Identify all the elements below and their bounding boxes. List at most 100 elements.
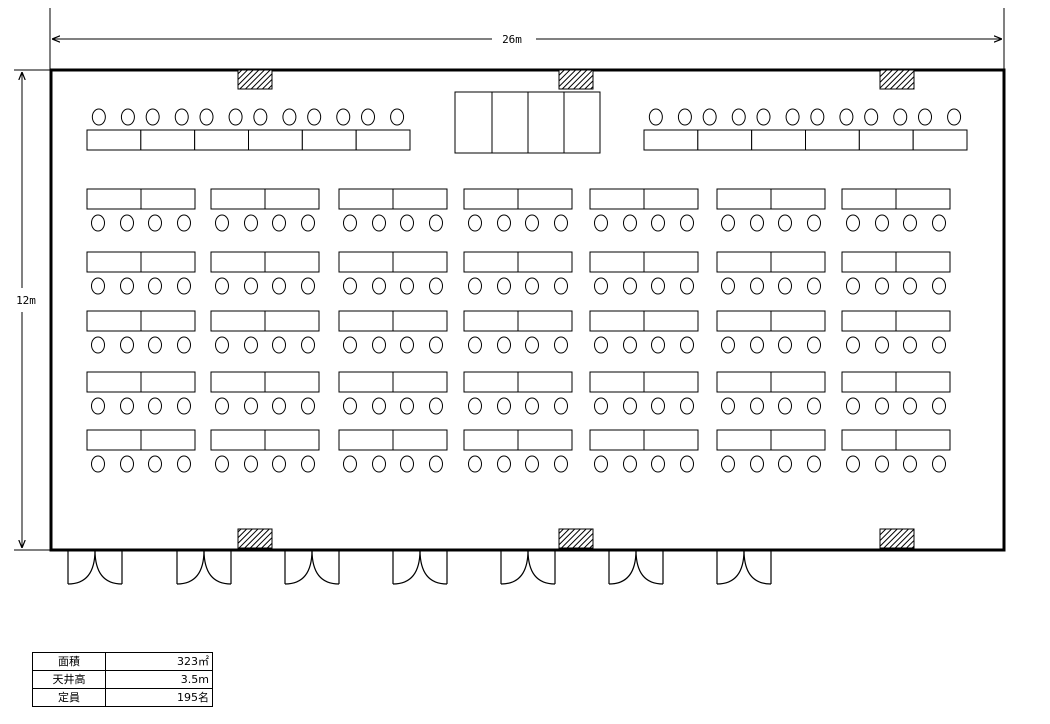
chair: [525, 336, 539, 354]
door: [67, 549, 123, 585]
chair: [91, 214, 105, 232]
chair: [554, 397, 568, 415]
table: [264, 371, 320, 393]
table: [338, 310, 394, 332]
table: [770, 310, 826, 332]
chair: [282, 108, 297, 126]
chair: [120, 336, 134, 354]
chair: [429, 455, 443, 473]
table: [140, 129, 196, 151]
chair: [429, 336, 443, 354]
chair: [120, 277, 134, 295]
chair: [875, 336, 889, 354]
chair: [680, 336, 694, 354]
ceiling-height-value: 3.5m: [105, 670, 213, 689]
table: [841, 371, 897, 393]
table: [338, 251, 394, 273]
door: [716, 549, 772, 585]
table: [264, 188, 320, 210]
chair: [750, 455, 764, 473]
table: [895, 429, 951, 451]
chair: [272, 214, 286, 232]
table: [355, 129, 411, 151]
table: [338, 188, 394, 210]
chair: [525, 455, 539, 473]
table: [210, 188, 266, 210]
chair: [372, 336, 386, 354]
chair: [875, 397, 889, 415]
front-seating-right: [643, 108, 968, 151]
chair: [651, 455, 665, 473]
table: [517, 371, 573, 393]
chair: [594, 277, 608, 295]
chair: [778, 455, 792, 473]
chair: [177, 336, 191, 354]
door: [500, 549, 556, 585]
chair: [677, 108, 692, 126]
chair: [497, 397, 511, 415]
chair: [623, 277, 637, 295]
chair: [148, 214, 162, 232]
table: [770, 251, 826, 273]
chair: [400, 277, 414, 295]
table: [589, 310, 645, 332]
pillar: [237, 528, 273, 549]
chair: [839, 108, 854, 126]
table: [716, 251, 772, 273]
pillar: [879, 528, 915, 549]
chair: [177, 397, 191, 415]
chair: [120, 455, 134, 473]
chair: [148, 277, 162, 295]
chair: [623, 214, 637, 232]
chair: [272, 277, 286, 295]
chair: [807, 277, 821, 295]
chair: [651, 397, 665, 415]
chair: [525, 397, 539, 415]
chair: [846, 455, 860, 473]
chair: [810, 108, 825, 126]
chair: [903, 214, 917, 232]
chair: [651, 336, 665, 354]
chair: [651, 277, 665, 295]
table: [912, 129, 968, 151]
chair: [199, 108, 214, 126]
chair: [301, 277, 315, 295]
table: [392, 188, 448, 210]
chair: [372, 277, 386, 295]
area-value: 323㎡: [105, 652, 213, 671]
chair: [807, 397, 821, 415]
chair: [244, 397, 258, 415]
table: [643, 310, 699, 332]
chair: [807, 214, 821, 232]
chair: [336, 108, 351, 126]
table: [194, 129, 250, 151]
chair: [497, 336, 511, 354]
table: [770, 188, 826, 210]
chair: [343, 214, 357, 232]
chair: [272, 397, 286, 415]
chair: [680, 397, 694, 415]
chair: [846, 336, 860, 354]
chair: [750, 397, 764, 415]
chair: [594, 214, 608, 232]
chair: [651, 214, 665, 232]
chair: [372, 455, 386, 473]
door: [284, 549, 340, 585]
chair: [468, 397, 482, 415]
table: [643, 188, 699, 210]
table: [770, 429, 826, 451]
table: [140, 310, 196, 332]
chair: [497, 277, 511, 295]
chair: [721, 397, 735, 415]
table: [463, 188, 519, 210]
chair: [429, 397, 443, 415]
capacity-value: 195名: [105, 688, 213, 707]
chair: [875, 455, 889, 473]
table: [86, 188, 142, 210]
table: [716, 188, 772, 210]
chair: [778, 336, 792, 354]
chair: [301, 214, 315, 232]
chair: [846, 397, 860, 415]
chair: [525, 277, 539, 295]
